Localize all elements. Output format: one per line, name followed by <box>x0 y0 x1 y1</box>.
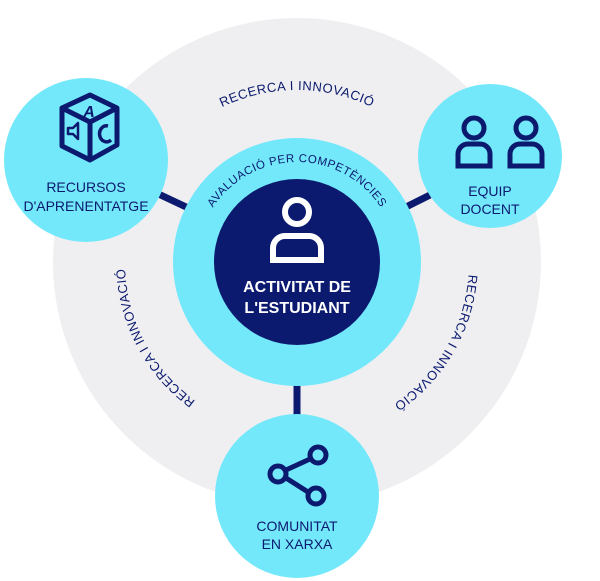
center-label-line2: L'ESTUDIANT <box>244 300 349 317</box>
node-equip-line2: DOCENT <box>460 201 520 217</box>
svg-text:A: A <box>82 104 95 121</box>
abc-cube-icon: A <box>59 92 120 163</box>
node-recursos-line1: RECURSOS <box>46 179 125 195</box>
two-people-icon <box>455 115 545 169</box>
node-equip-line1: EQUIP <box>468 183 512 199</box>
node-recursos[interactable]: A RECURSOS D'APRENENTATGE <box>4 78 168 242</box>
center-label-line1: ACTIVITAT DE <box>243 279 351 296</box>
node-comunitat-line2: EN XARXA <box>262 536 333 552</box>
node-comunitat-line1: COMUNITAT <box>256 518 338 534</box>
node-comunitat[interactable]: COMUNITAT EN XARXA <box>215 414 379 578</box>
person-icon <box>270 197 324 263</box>
node-equip-docent[interactable]: EQUIP DOCENT <box>418 84 562 228</box>
share-network-icon <box>267 444 329 507</box>
node-recursos-line2: D'APRENENTATGE <box>23 198 148 214</box>
